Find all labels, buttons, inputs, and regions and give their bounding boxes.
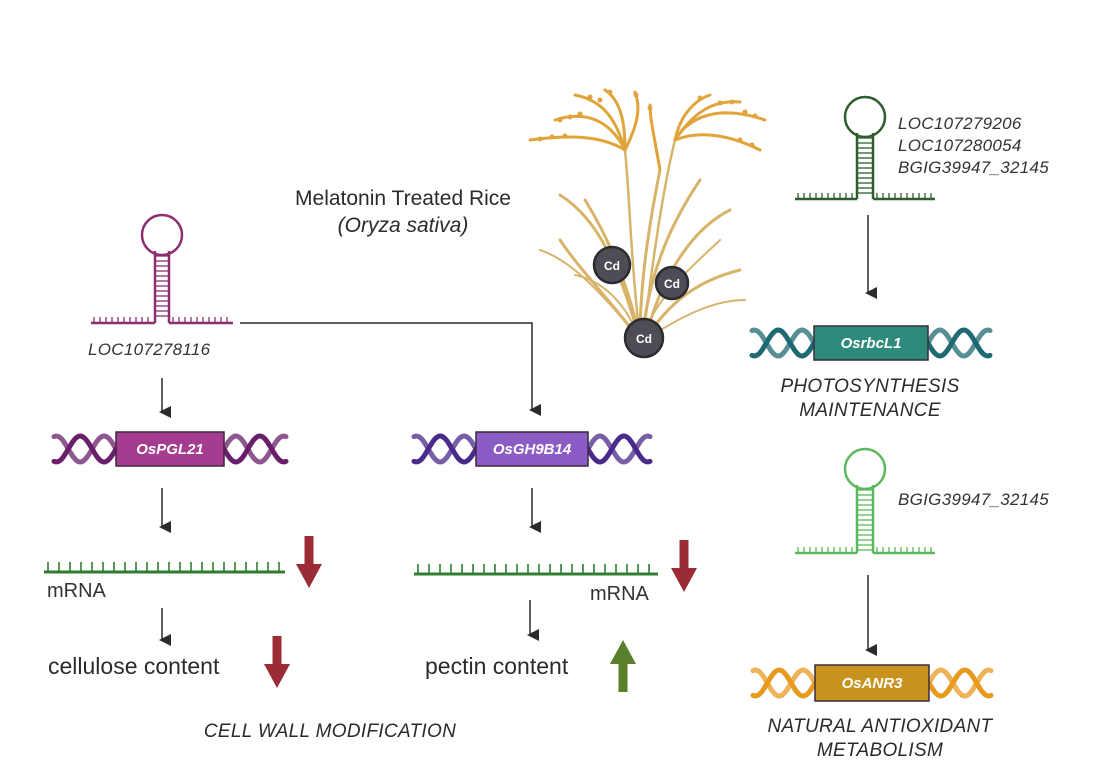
dna-strand [749,327,817,359]
pectin-content-label: pectin content [425,653,569,679]
locus-label-left: LOC107278116 [88,340,211,359]
dna-strand [51,433,119,465]
cadmium-particle-1: Cd [592,245,632,285]
caption-line: MAINTENANCE [799,400,941,421]
hairpin-loop [843,447,887,491]
gene-osrbcl1: OsrbcL1 [749,325,993,361]
dna-strand [926,667,994,699]
plant-species-name: (Oryza sativa) [337,214,469,237]
gene-box [115,431,225,467]
gene-box [475,431,589,467]
caption-line: PHOTOSYNTHESIS [780,376,960,397]
mrna-strand-left [44,562,285,574]
rice-leaves [539,138,746,342]
dna-strand [925,327,993,359]
mrna-label-right: mRNA [590,583,649,605]
locus-label: BGIG39947_32145 [898,158,1050,177]
mirna-hairpin-right-top [795,95,935,201]
cellulose-content-label: cellulose content [48,653,220,679]
mrna-strand-right [414,564,658,576]
dna-strand [411,433,479,465]
mirna-hairpin-left [91,213,233,325]
dna-strand [221,433,289,465]
caption-cell-wall-modification: CELL WALL MODIFICATION [203,721,457,742]
caption-natural-antioxidant-metabolism: NATURAL ANTIOXIDANT METABOLISM [735,715,1025,763]
cadmium-label: Cd [664,277,680,291]
cadmium-particle-2: Cd [654,265,690,301]
locus-label: LOC107279206 [898,114,1022,133]
dna-strand [925,327,993,359]
dna-strand [51,433,119,465]
gene-name: OsGH9B14 [493,441,572,458]
dna-strand [411,433,479,465]
gene-name: OsrbcL1 [841,335,902,352]
caption-line: NATURAL ANTIOXIDANT [767,716,993,737]
plant-title: Melatonin Treated Rice (Oryza sativa) [258,185,548,239]
locus-label: LOC107280054 [898,136,1022,155]
hairpin-loop [140,213,184,257]
gene-box [813,325,929,361]
gene-name: OsANR3 [842,675,904,692]
dna-strand [585,433,653,465]
dna-strand [221,433,289,465]
plant-title-line1: Melatonin Treated Rice [295,187,511,210]
dna-strand [749,327,817,359]
regulation-arrows [264,536,697,692]
locus-list-right-top: LOC107279206 LOC107280054 BGIG39947_3214… [898,113,1049,179]
caption-photosynthesis-maintenance: PHOTOSYNTHESIS MAINTENANCE [745,375,995,423]
hairpin-loop [843,95,887,139]
gene-ospgl21: OsPGL21 [51,431,289,467]
rice-plant-illustration: Cd Cd Cd [528,88,767,359]
gene-osgh9b14: OsGH9B14 [411,431,653,467]
cellulose-down-arrow [264,636,290,688]
dna-strand [926,667,994,699]
cadmium-particle-3: Cd [623,317,665,359]
connector-to-osgh9b14 [240,322,541,416]
pectin-up-arrow [610,640,636,692]
dna-strand [585,433,653,465]
mrna-down-arrow-right [671,540,697,592]
gene-name: OsPGL21 [136,441,204,458]
mrna-label-left: mRNA [47,580,106,602]
rice-grains [537,89,758,148]
mirna-hairpin-right-bottom [795,447,935,555]
caption-line: METABOLISM [816,740,944,761]
cadmium-label: Cd [604,259,620,273]
mrna-down-arrow-left [296,536,322,588]
dna-strand [750,667,818,699]
dna-strand [750,667,818,699]
cadmium-label: Cd [636,332,652,346]
gene-osanr3: OsANR3 [750,664,994,702]
gene-box [814,664,930,702]
locus-label-right-bottom: BGIG39947_32145 [898,490,1050,509]
